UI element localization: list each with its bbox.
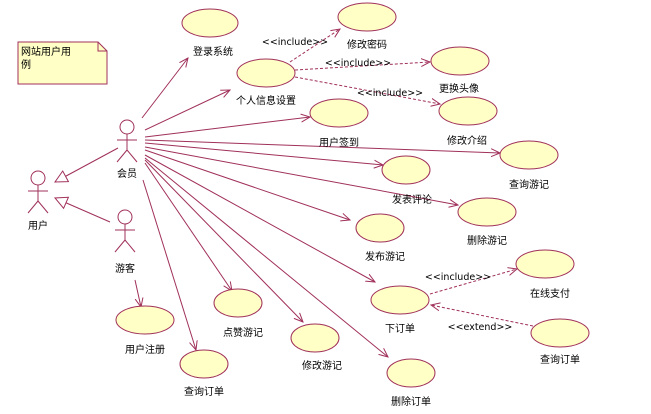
assoc-delete-order [144, 157, 388, 357]
use-case-label: 修改游记 [302, 359, 342, 372]
use-case-delete-order[interactable]: 删除订单 [386, 358, 436, 408]
use-case-label: 点赞游记 [223, 326, 263, 339]
use-case-change-avatar[interactable]: 更换头像 [430, 46, 490, 95]
assoc-profile [144, 90, 230, 131]
use-case-label: 删除订单 [391, 395, 431, 408]
actor-member[interactable] [116, 119, 138, 163]
use-case-label: 登录系统 [193, 45, 233, 58]
assoc-publish-travelogue [144, 149, 350, 220]
actor-user-label: 用户 [28, 219, 48, 232]
use-case-place-order[interactable]: 下订单 [370, 285, 430, 335]
use-case-register[interactable]: 用户注册 [115, 305, 175, 356]
include-label: <<include>> [425, 272, 491, 283]
note-text-line1: 网站用户用 [21, 45, 71, 58]
extend-label: <<extend>> [448, 322, 513, 333]
use-case-query-order-left[interactable]: 查询订单 [179, 349, 229, 398]
assoc-post-comment [144, 142, 383, 165]
use-case-label: 修改介绍 [447, 134, 487, 147]
generalization-guest-user [55, 198, 111, 223]
use-case-login[interactable]: 登录系统 [181, 8, 239, 58]
use-case-edit-intro[interactable]: 修改介绍 [438, 96, 498, 147]
assoc-register [134, 279, 141, 307]
generalization-member-user [55, 147, 119, 182]
use-case-like-travelogue[interactable]: 点赞游记 [213, 288, 263, 339]
use-case-change-password[interactable]: 修改密码 [337, 2, 397, 51]
actor-guest[interactable] [114, 209, 136, 253]
note: 网站用户用 例 [17, 41, 108, 85]
actor-guest-label: 游客 [115, 262, 135, 275]
assoc-query-travelogue [144, 139, 500, 153]
associations [55, 58, 500, 357]
use-case-profile[interactable]: 个人信息设置 [236, 58, 296, 107]
use-case-edit-travelogue[interactable]: 修改游记 [290, 323, 342, 372]
assoc-login [141, 58, 188, 119]
use-case-query-travelogue[interactable]: 查询游记 [499, 140, 559, 191]
use-case-label: 更换头像 [439, 82, 479, 95]
use-case-label: 查询订单 [184, 385, 224, 398]
use-case-query-order-right[interactable]: 查询订单 [530, 318, 590, 366]
assoc-query-order [142, 179, 196, 350]
use-case-label: 修改密码 [347, 38, 387, 51]
use-case-label: 查询订单 [540, 353, 580, 366]
use-case-label: 个人信息设置 [236, 94, 296, 107]
use-case-delete-travelogue[interactable]: 删除游记 [457, 197, 517, 247]
extend-query-order [431, 305, 534, 327]
actor-user[interactable] [27, 170, 49, 214]
use-case-label: 用户注册 [125, 343, 165, 356]
use-case-label: 发布游记 [365, 250, 405, 263]
include-label: <<include>> [325, 58, 391, 69]
use-case-online-pay[interactable]: 在线支付 [515, 249, 575, 300]
use-case-checkin[interactable]: 用户签到 [309, 98, 369, 149]
use-case-label: 发表评论 [392, 193, 432, 206]
include-online-pay [429, 269, 517, 295]
use-case-post-comment[interactable]: 发表评论 [381, 155, 432, 206]
assoc-checkin [144, 117, 310, 138]
use-case-label: 用户签到 [319, 136, 359, 149]
use-case-label: 删除游记 [467, 234, 507, 247]
include-label: <<include>> [262, 37, 328, 48]
actor-member-label: 会员 [117, 167, 137, 180]
use-case-label: 查询游记 [509, 178, 549, 191]
include-edit-intro [294, 76, 440, 104]
assoc-place-order [144, 154, 375, 282]
assoc-delete-travelogue [144, 146, 458, 205]
use-case-publish-travelogue[interactable]: 发布游记 [355, 213, 405, 263]
use-case-label: 在线支付 [530, 287, 570, 300]
assoc-like-travelogue [144, 162, 232, 291]
include-change-avatar [294, 62, 430, 71]
dependencies: <<include>> <<include>> <<include>> <<in… [262, 29, 534, 333]
use-case-label: 下订单 [385, 323, 415, 335]
include-label: <<include>> [357, 88, 423, 99]
assoc-edit-travelogue [144, 159, 303, 322]
note-text-line2: 例 [21, 58, 31, 71]
